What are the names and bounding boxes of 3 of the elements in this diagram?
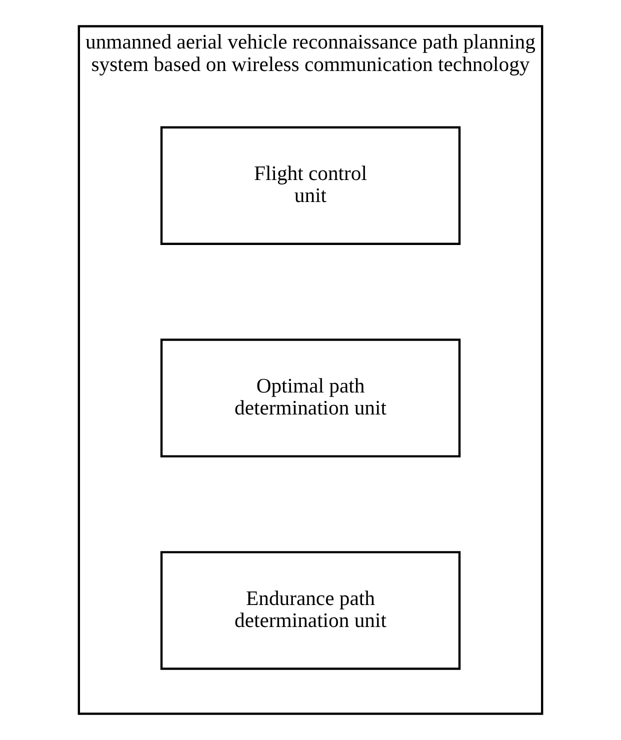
node-box: Flight control unit	[160, 126, 461, 245]
node-box: Endurance path determination unit	[160, 551, 461, 670]
node-box: Optimal path determination unit	[160, 338, 461, 458]
